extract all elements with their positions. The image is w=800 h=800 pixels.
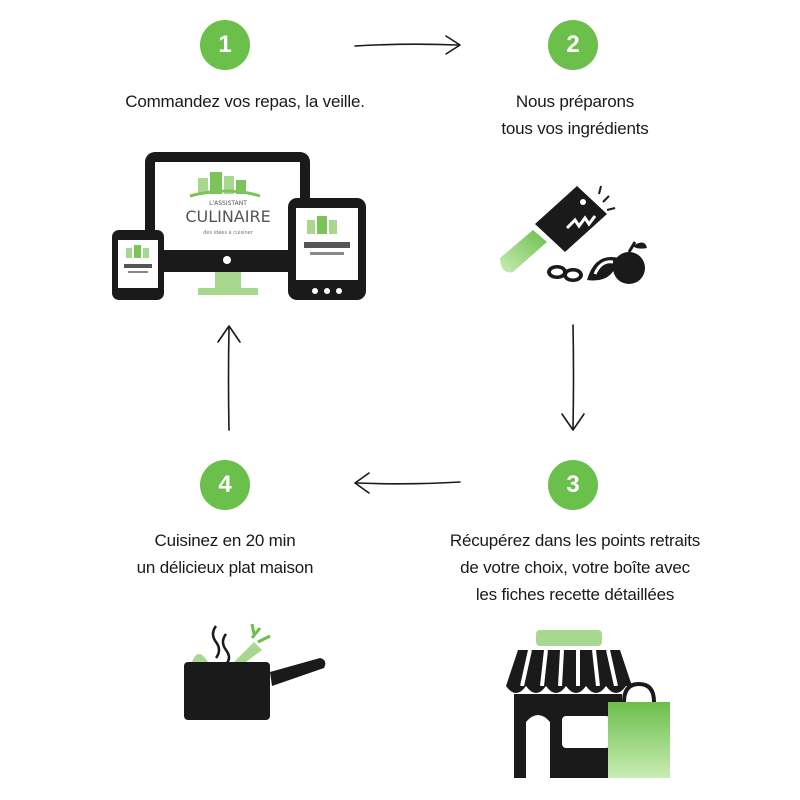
step-3-line-2: de votre choix, votre boîte avec [460,558,690,577]
step-2-line-1: Nous préparons [515,92,635,111]
arrow-right-icon [354,35,461,55]
step-1-number: 1 [218,31,232,58]
step-4-line-1: Cuisinez en 20 min [154,531,296,550]
step-2-description: Nous préparons tous vos ingrédients [440,88,710,142]
step-3-description: Récupérez dans les points retraits de vo… [420,527,730,608]
step-2-badge: 2 [548,20,598,70]
step-1-line-1: Commandez vos repas, la veille. [125,92,365,111]
step-4-description: Cuisinez en 20 min un délicieux plat mai… [100,527,350,581]
brand-logo: L'ASSISTANT CULINAIRE des idées à cuisin… [185,172,271,236]
step-4-badge: 4 [200,460,250,510]
step-3-badge: 3 [548,460,598,510]
cooking-pot-icon [184,623,326,720]
step-1-description: Commandez vos repas, la veille. [80,88,410,115]
arrow-up-icon [217,325,241,431]
logo-top-text: L'ASSISTANT [209,200,247,207]
knife-ingredients-icon [500,185,647,284]
step-1-badge: 1 [200,20,250,70]
devices-icon: L'ASSISTANT CULINAIRE des idées à cuisin… [112,152,366,300]
arrow-left-icon [354,472,461,494]
arrow-down-icon [561,324,585,431]
step-4-number: 4 [218,471,232,498]
step-3-line-3: les fiches recette détaillées [475,585,675,604]
logo-main-text: CULINAIRE [185,207,270,226]
step-4-line-2: un délicieux plat maison [136,558,314,577]
step-2-number: 2 [566,31,580,58]
logo-tagline-text: des idées à cuisiner [203,229,254,236]
step-3-number: 3 [566,471,580,498]
step-3-line-1: Récupérez dans les points retraits [449,531,701,550]
shop-bag-icon [506,630,670,778]
step-2-line-2: tous vos ingrédients [501,119,649,138]
